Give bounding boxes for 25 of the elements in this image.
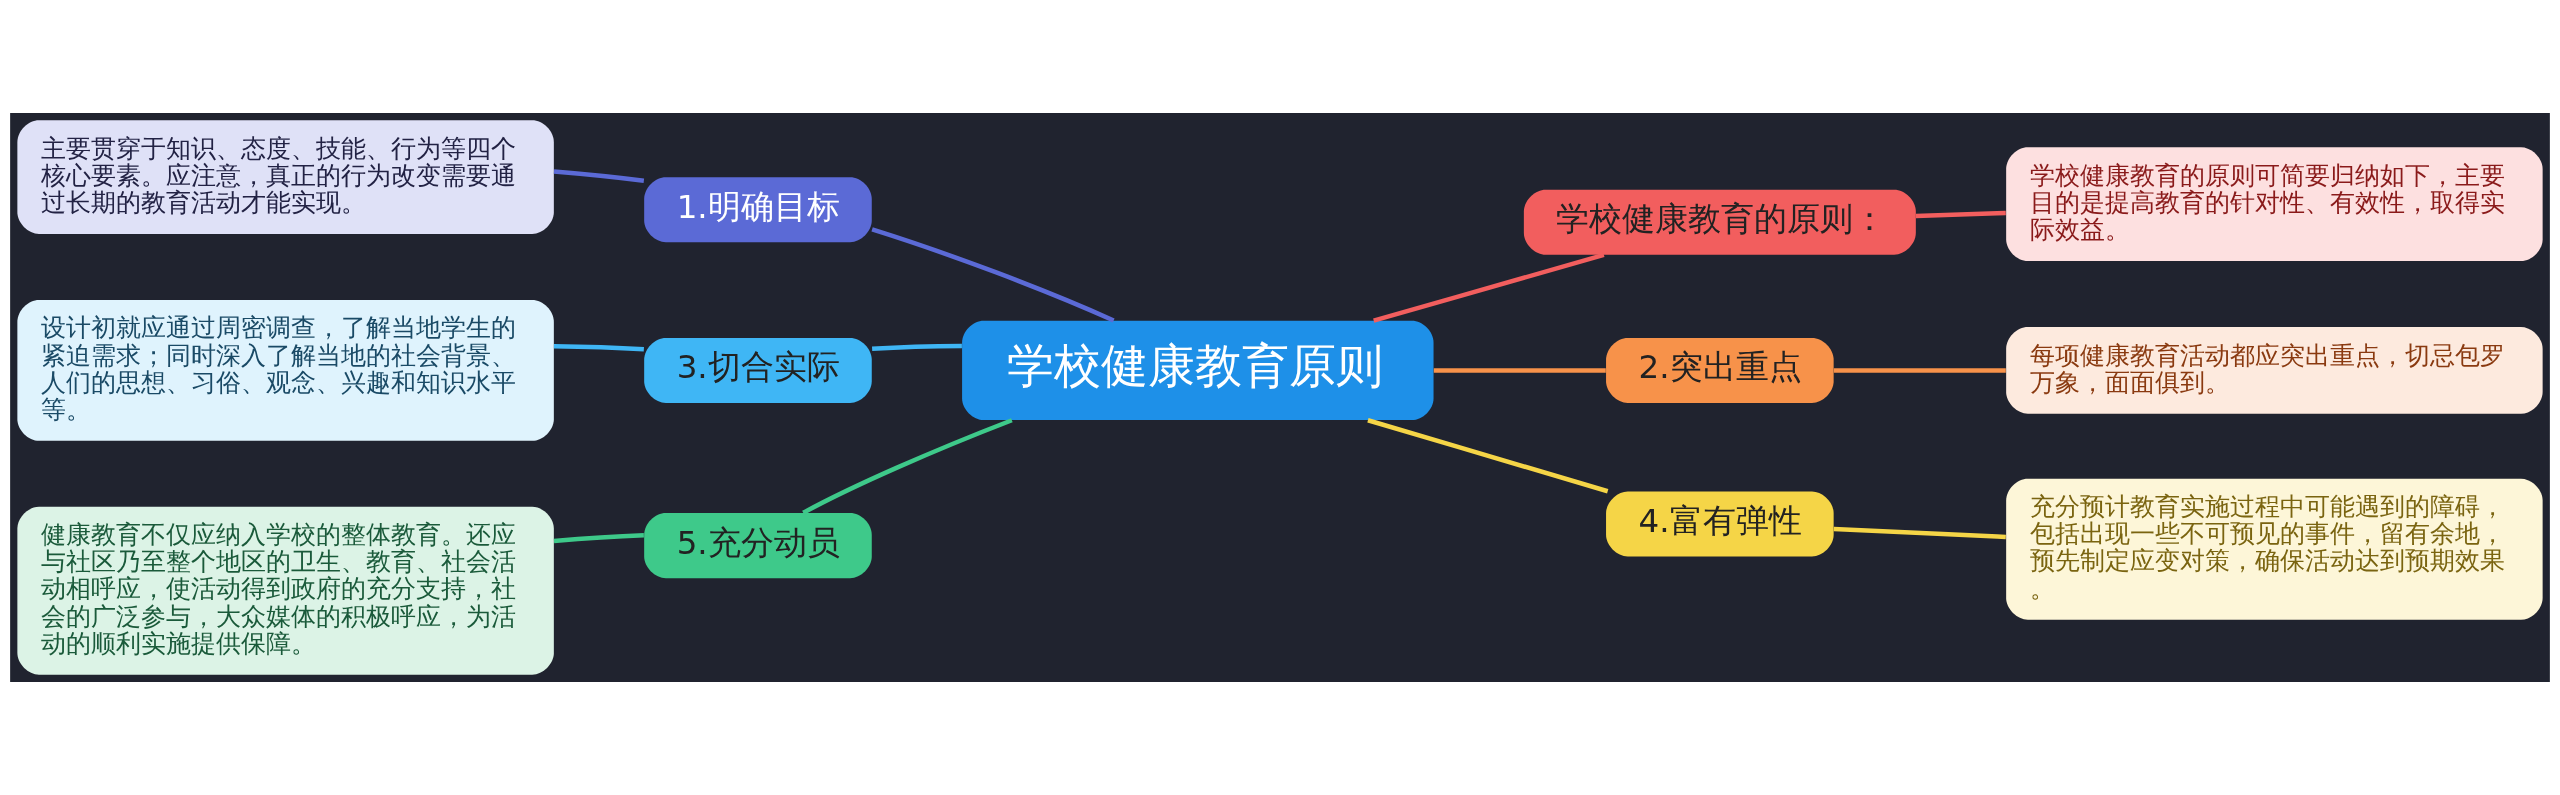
- node-box: 3.切合实际: [644, 337, 872, 403]
- node-box: 每项健康教育活动都应突出重点，切忌包罗万象，面面俱到。: [2006, 327, 2543, 414]
- connector: [1915, 210, 2006, 219]
- node-box: 主要贯穿于知识、态度、技能、行为等四个核心要素。应注意，真正的行为改变需要通过长期的教育活动才能实现。: [17, 120, 554, 235]
- node-box: 学校健康教育原则: [962, 320, 1434, 421]
- connector: [1433, 368, 1606, 373]
- node-box: 5.充分动员: [644, 513, 872, 579]
- node-box: 学校健康教育的原则可简要归纳如下，主要目的是提高教育的针对性、有效性，取得实际效益。: [2006, 147, 2543, 262]
- node-box: 健康教育不仅应纳入学校的整体教育。还应与社区乃至整个地区的卫生、教育、社会活动相呼应，使活动得到政府的充分支持，社会的广泛参与，大众媒体的积极呼应，为活动的顺利实施提供保障。: [17, 506, 554, 675]
- connector: [1833, 368, 2006, 373]
- connector: [553, 343, 644, 352]
- connector: [1373, 252, 1605, 323]
- node-box: 学校健康教育的原则：: [1523, 189, 1916, 255]
- node-box: 1.明确目标: [644, 177, 872, 243]
- connector: [1367, 418, 1609, 494]
- connector: [1833, 526, 2006, 540]
- connector: [553, 169, 645, 183]
- node-box: 2.突出重点: [1606, 337, 1834, 403]
- connector: [872, 343, 962, 351]
- connector: [871, 227, 1115, 323]
- node-box: 设计初就应通过周密调查，了解当地学生的紧迫需求；同时深入了解当地的社会背景、人们的思想、习俗、观念、兴趣和知识水平等。: [17, 299, 554, 441]
- node-box: 4.富有弹性: [1606, 491, 1834, 557]
- connector: [802, 418, 1013, 515]
- connector: [553, 533, 644, 544]
- node-box: 充分预计教育实施过程中可能遇到的障碍，包括出现一些不可预见的事件，留有余地，预先制定应变对策，确保活动达到预期效果。: [2006, 478, 2543, 620]
